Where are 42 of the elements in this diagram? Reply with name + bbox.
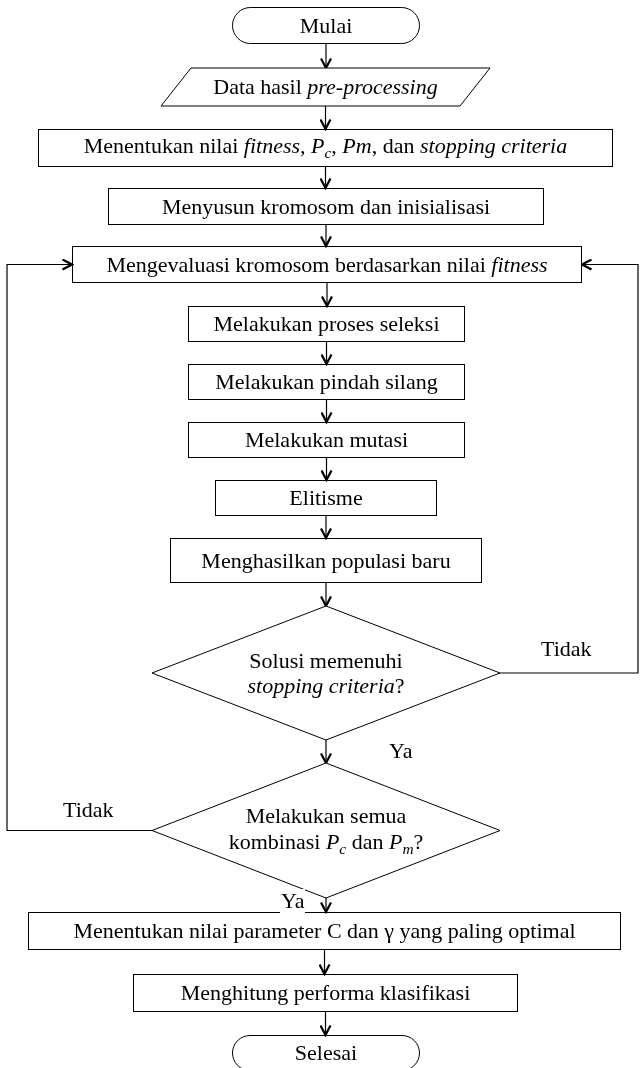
arrow (319, 166, 332, 190)
step-text: Elitisme (289, 485, 363, 511)
step-text: Mengevaluasi kromosom berdasarkan nilai fitness (106, 251, 548, 278)
process-box (188, 364, 465, 400)
step-text: Melakukan mutasi (244, 427, 409, 453)
process-box (170, 538, 482, 583)
arrow (319, 582, 333, 608)
process-box (188, 422, 465, 458)
arrow (320, 341, 333, 366)
process-box (215, 480, 437, 516)
step-text: Data hasil pre-processing (213, 74, 438, 100)
step-text: Menentukan nilai parameter C dan γ yang paling optimal (73, 918, 576, 944)
arrow (320, 399, 333, 424)
arrow (318, 949, 331, 976)
decision-text: Melakukan semua kombinasi P$_{c}$ dan P$_{m}$? (227, 803, 425, 858)
arrow (319, 897, 333, 914)
step-text: Menyusun kromosom dan inisialisasi (161, 193, 491, 220)
arrow (319, 1011, 332, 1037)
step-text: Melakukan pindah silang (215, 369, 438, 395)
process-box (28, 912, 621, 950)
arrow (319, 739, 333, 765)
process-box (38, 129, 613, 167)
process-box (72, 246, 582, 283)
edge-label: Ya (280, 889, 306, 913)
step-text: Melakukan proses seleksi (213, 311, 440, 337)
arrow (320, 282, 334, 308)
process-box (188, 306, 465, 342)
step-text: Selesai (294, 1040, 358, 1066)
process-box (108, 188, 544, 225)
arrow (319, 105, 332, 131)
step-text: Menghasilkan populasi baru (201, 547, 451, 574)
process-box (133, 974, 518, 1012)
arrow (319, 43, 333, 70)
arrow (319, 515, 333, 540)
arrow (499, 258, 639, 674)
step-text: Menentukan nilai fitness, P$_{c}$, Pm, dan stopping criteria (83, 133, 568, 163)
arrow (320, 457, 333, 482)
decision-text: Solusi memenuhi stopping criteria? (246, 647, 406, 699)
arrow (6, 258, 153, 832)
arrow (319, 224, 333, 248)
step-text: Mulai (299, 12, 353, 39)
step-text: Menghitung performa klasifikasi (180, 980, 471, 1006)
